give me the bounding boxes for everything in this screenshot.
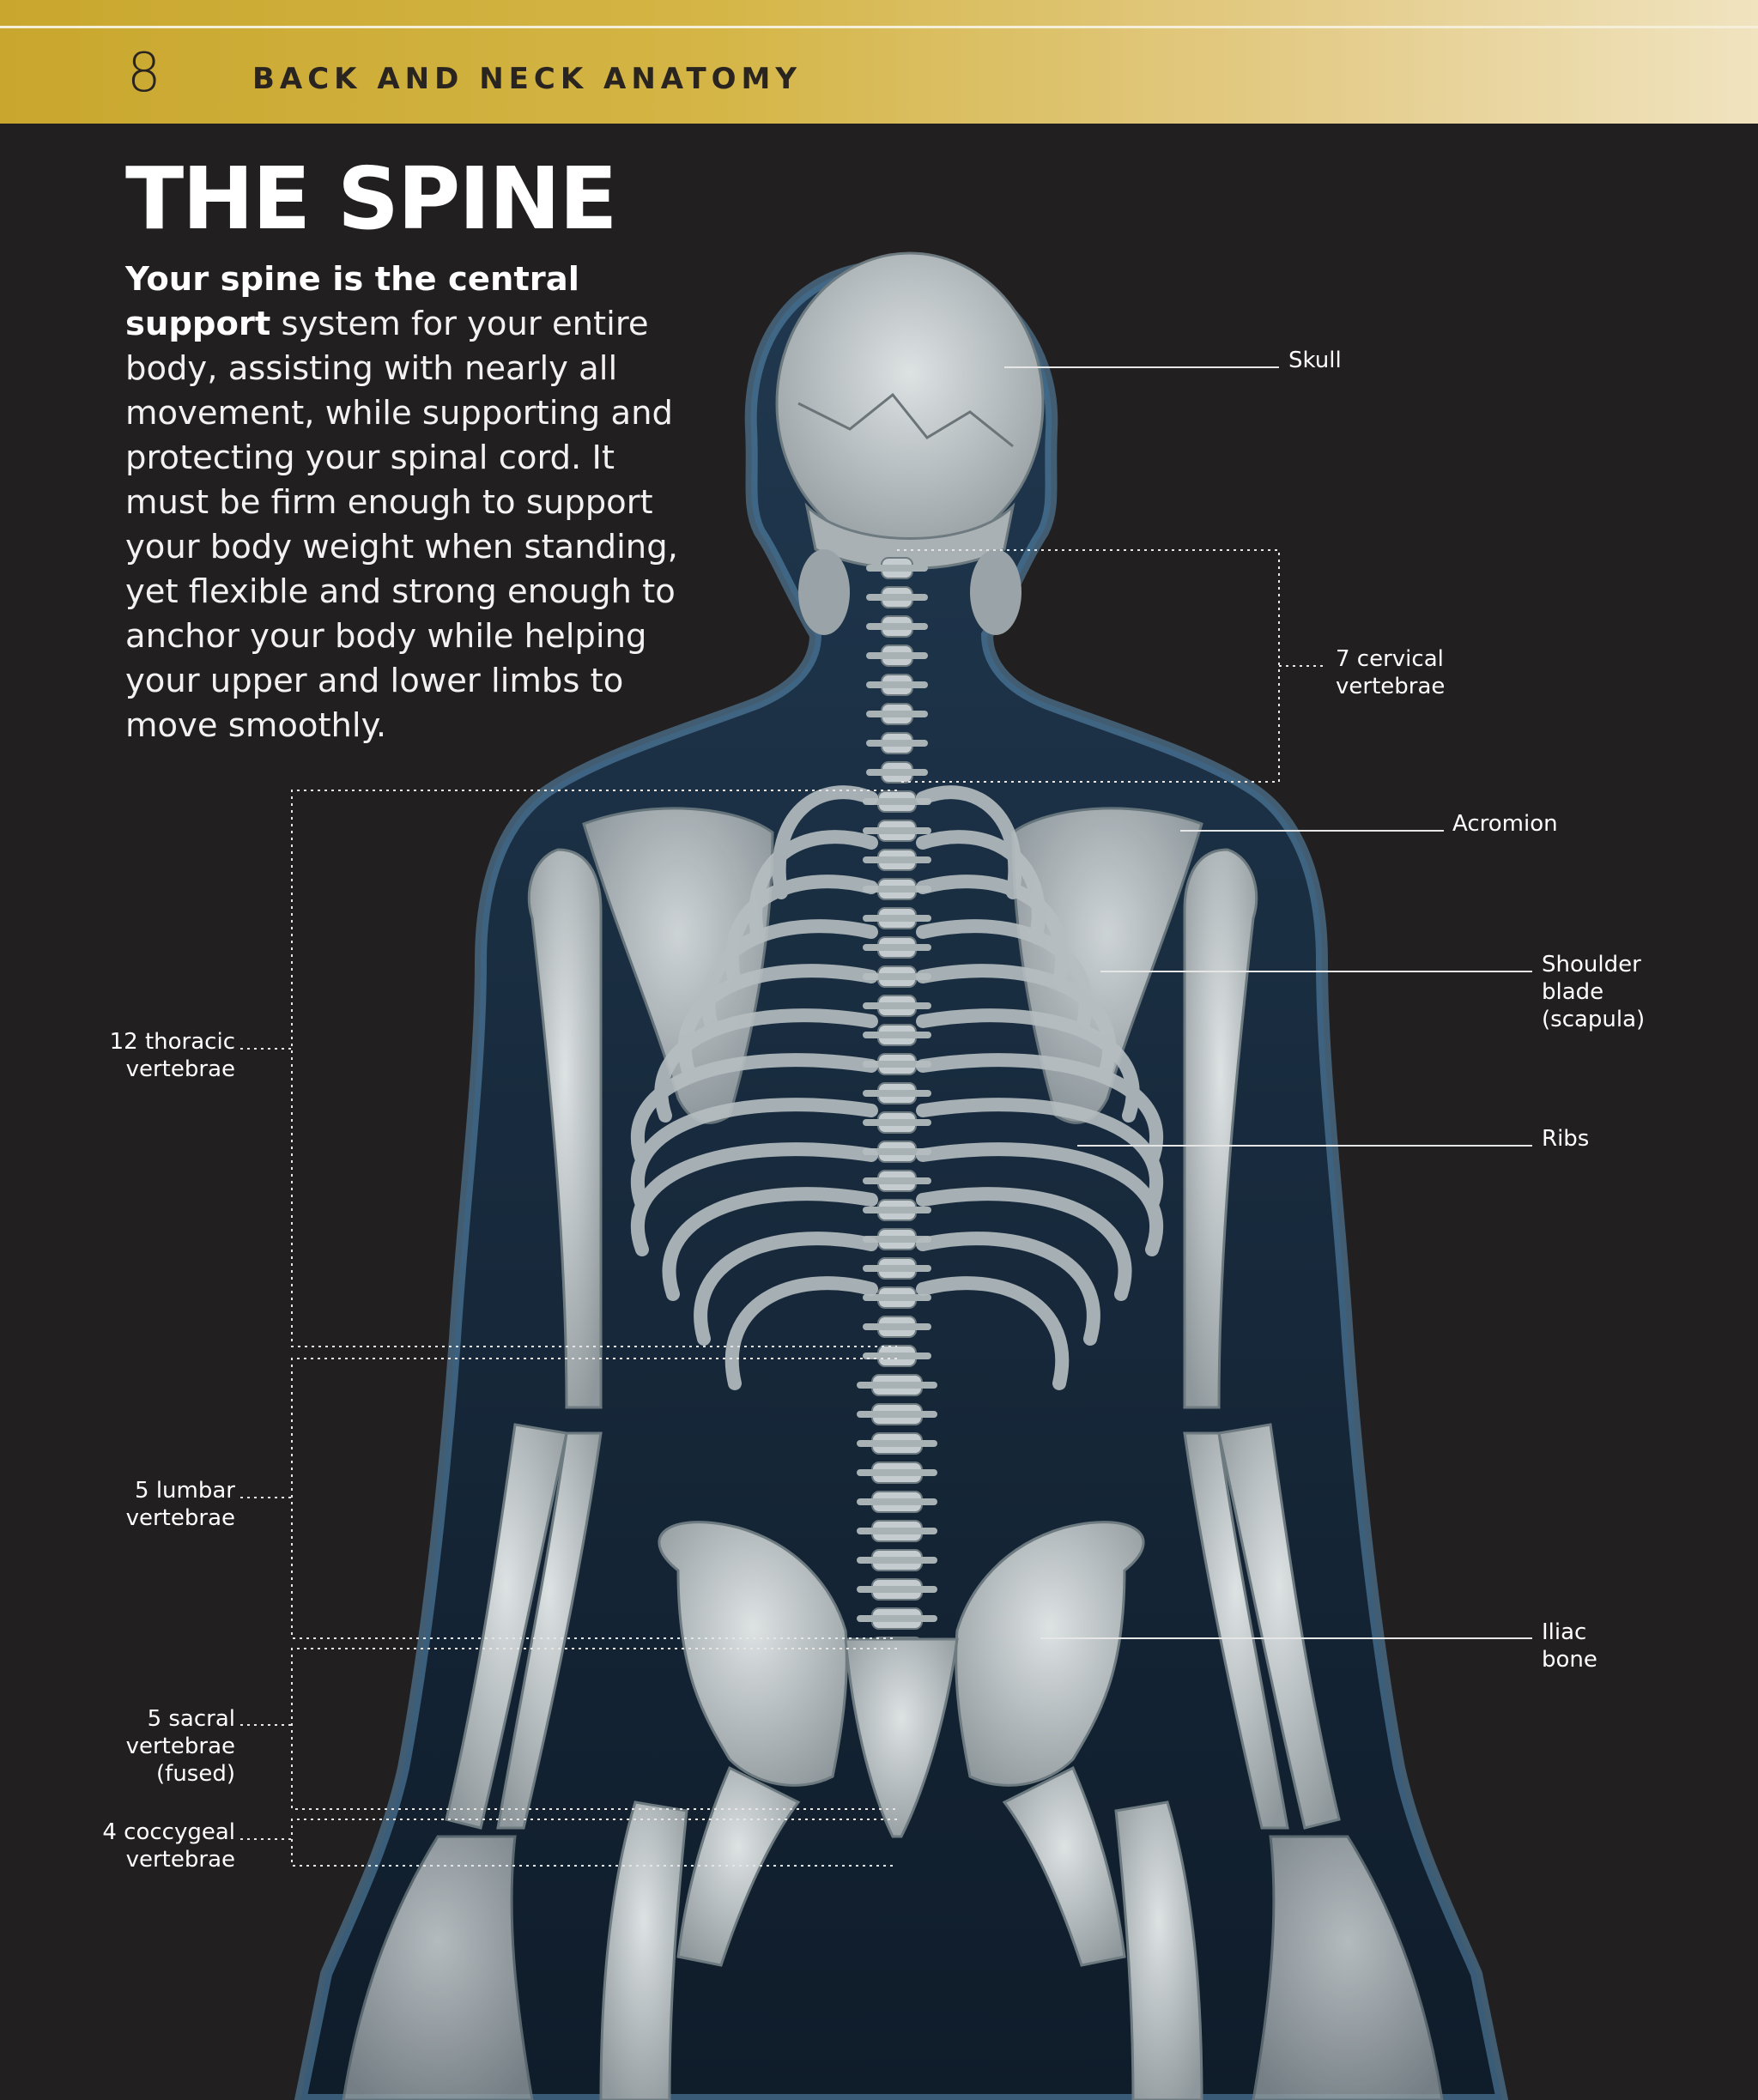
rib — [630, 1142, 878, 1256]
vertebra-process — [863, 944, 931, 951]
vertebra-process — [857, 1615, 937, 1622]
vertebra-process — [866, 565, 928, 572]
header-rule — [0, 26, 1758, 28]
vertebra-process — [863, 1061, 931, 1068]
arm-bones — [342, 848, 1444, 2100]
vertebra-process — [863, 1119, 931, 1126]
vertebra-process — [866, 623, 928, 630]
label-skull: Skull — [1288, 348, 1342, 373]
label-ribs: Ribs — [1542, 1126, 1590, 1152]
vertebra-process — [857, 1498, 937, 1505]
rib — [916, 1187, 1132, 1301]
vertebra-process — [866, 652, 928, 659]
vertebra-process — [863, 827, 931, 834]
vertebra-process — [863, 1177, 931, 1184]
rib — [916, 1232, 1100, 1346]
rib — [724, 1276, 878, 1390]
vertebra-process — [863, 915, 931, 922]
page-header: 8 BACK AND NECK ANATOMY — [0, 0, 1758, 124]
vertebra-process — [863, 1265, 931, 1272]
intro-lead: Your spine is the central support — [125, 260, 579, 343]
intro-body: system for your entire body, assisting w… — [125, 305, 678, 745]
vertebra-process — [863, 1002, 931, 1009]
label-iliac-bone: Iliac bone — [1542, 1619, 1597, 1673]
vertebra-process — [857, 1440, 937, 1447]
vertebra-process — [863, 1294, 931, 1301]
rib — [630, 1053, 878, 1167]
pelvis — [599, 1521, 1203, 2100]
vertebra-process — [866, 769, 928, 776]
label-coccygeal-vertebrae: 4 coccygeal vertebrae — [102, 1819, 235, 1873]
vertebra-process — [863, 1207, 931, 1213]
rib — [916, 1098, 1164, 1212]
label-lumbar-vertebrae: 5 lumbar vertebrae — [125, 1478, 235, 1531]
vertebra-process — [857, 1528, 937, 1534]
vertebra-process — [863, 856, 931, 863]
vertebra-process — [863, 1236, 931, 1243]
label-thoracic-vertebrae: 12 thoracic vertebrae — [109, 1029, 235, 1082]
vertebra-process — [866, 594, 928, 601]
vertebra-process — [863, 886, 931, 893]
vertebra-process — [857, 1382, 937, 1389]
vertebra-process — [857, 1411, 937, 1418]
rib-cage — [630, 785, 1164, 1390]
vertebra-process — [863, 1090, 931, 1097]
running-title: BACK AND NECK ANATOMY — [252, 62, 803, 96]
vertebra-process — [863, 1148, 931, 1155]
page-number: 8 — [127, 41, 161, 104]
intro-paragraph: Your spine is the central support system… — [125, 257, 683, 748]
rib — [630, 1098, 878, 1212]
vertebra-process — [866, 681, 928, 688]
label-cervical-vertebrae: 7 cervical vertebrae — [1336, 646, 1446, 699]
vertebra-process — [866, 740, 928, 747]
label-sacral-vertebrae: 5 sacral vertebrae (fused) — [125, 1706, 235, 1787]
rib — [662, 1187, 878, 1301]
vertebra-process — [863, 798, 931, 805]
spine-column — [857, 557, 937, 1659]
vertebra-process — [863, 973, 931, 980]
vertebra-process — [857, 1557, 937, 1564]
vertebra-process — [863, 1323, 931, 1330]
vertebra-process — [866, 711, 928, 717]
rib — [916, 1276, 1070, 1390]
rib — [916, 1053, 1164, 1167]
rib — [694, 1232, 878, 1346]
label-shoulder-blade: Shoulder blade (scapula) — [1542, 952, 1646, 1032]
leader-lines — [240, 366, 1532, 1867]
shoulder-blades — [582, 807, 1203, 1124]
vertebra-process — [857, 1469, 937, 1476]
vertebra-process — [863, 1353, 931, 1359]
page-title: THE SPINE — [125, 148, 618, 249]
label-acromion: Acromion — [1452, 811, 1558, 837]
vertebra-process — [857, 1586, 937, 1593]
vertebra-process — [863, 1032, 931, 1038]
rib — [916, 1142, 1164, 1256]
skull-bone — [775, 251, 1045, 635]
